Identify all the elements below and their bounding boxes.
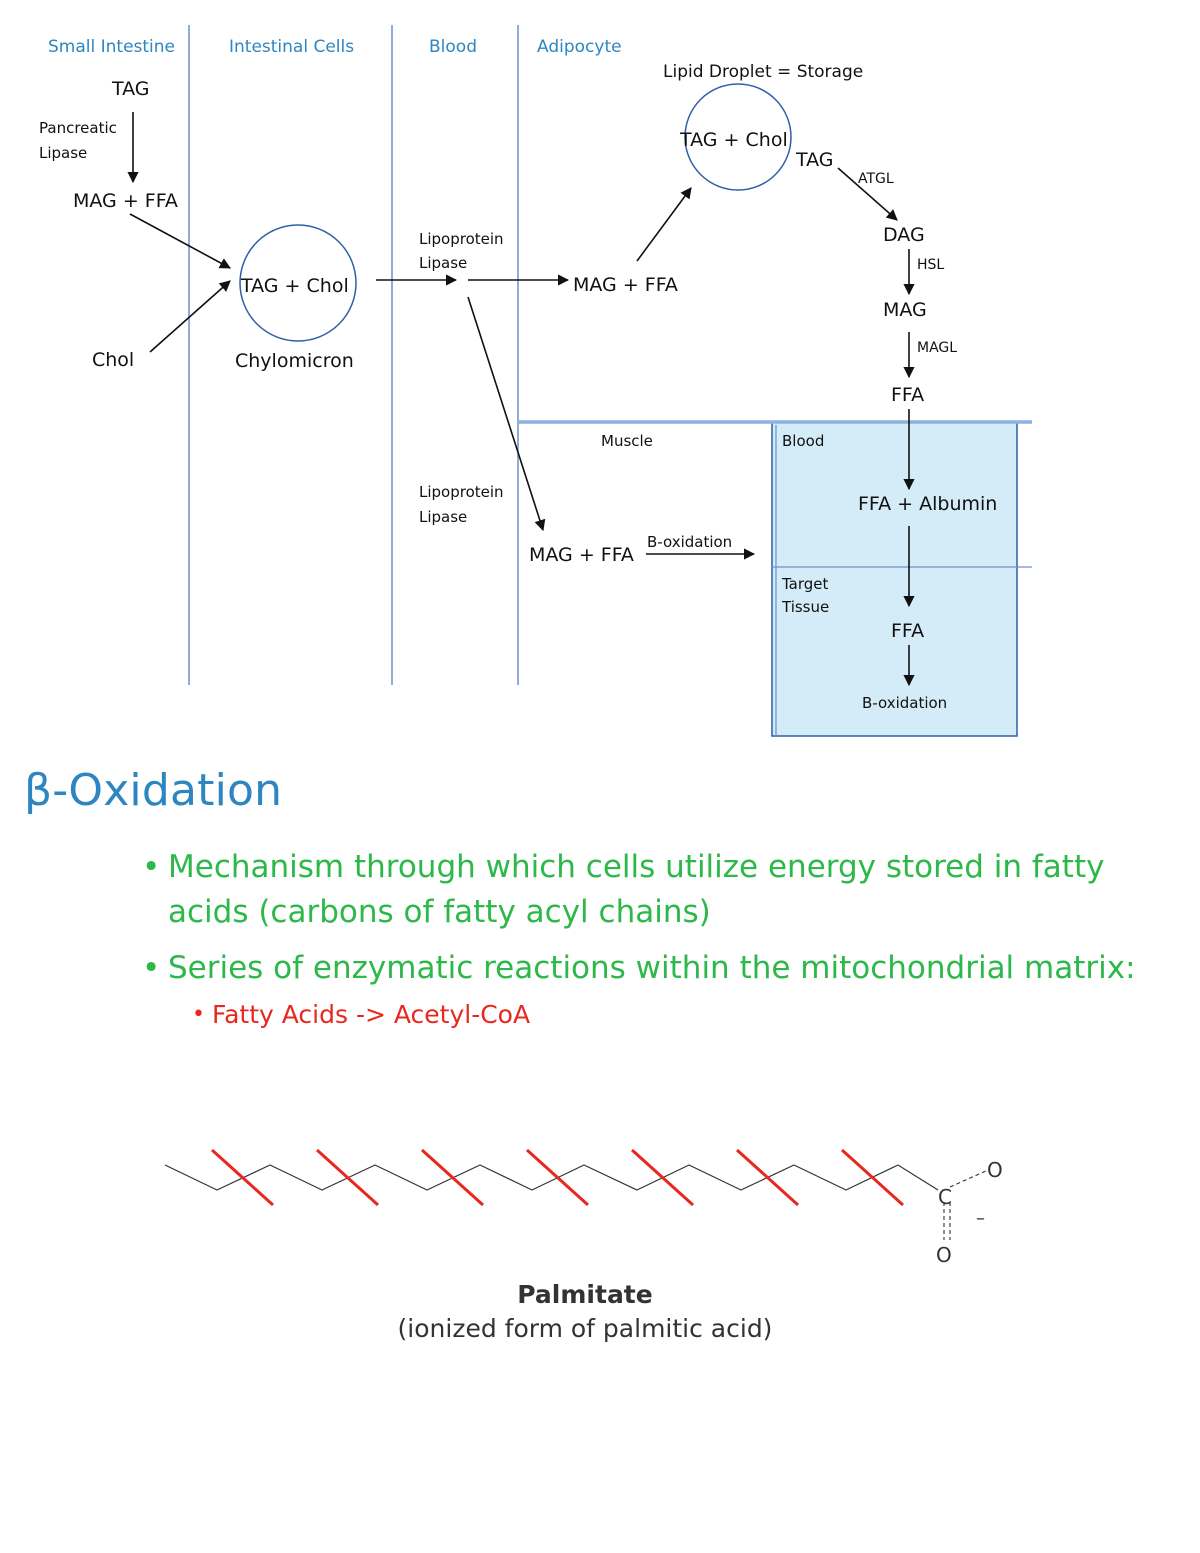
- cut-marks: [210, 1148, 905, 1207]
- tag-label: TAG: [111, 78, 150, 100]
- bullet-text: Series of enzymatic reactions within the…: [168, 950, 1136, 986]
- chylomicron-circle: [239, 224, 357, 342]
- cut-mark: [735, 1148, 800, 1207]
- sub-bullet-list: Fatty Acids -> Acetyl-CoA: [190, 997, 1180, 1033]
- atgl-arrow: [837, 167, 898, 221]
- to-muscle-arrow: [467, 296, 546, 532]
- cascade-mag-label: MAG: [883, 299, 927, 321]
- palmitate-name: Palmitate: [517, 1280, 653, 1309]
- column-header-blood: Blood: [429, 37, 477, 57]
- cut-mark: [840, 1148, 905, 1207]
- atgl-enzyme-label: ATGL: [858, 171, 894, 187]
- chol-label: Chol: [92, 349, 134, 371]
- cut-mark: [315, 1148, 380, 1207]
- lipoprotein-lipase-label: Lipoprotein: [419, 230, 504, 248]
- cascade-ffa-label: FFA: [891, 384, 924, 406]
- muscle-label: Muscle: [601, 432, 653, 450]
- column-header-intestinal-cells: Intestinal Cells: [229, 37, 354, 57]
- lipoprotein-lipase-label: Lipase: [419, 508, 467, 526]
- column-header-adipocyte: Adipocyte: [537, 37, 622, 57]
- bullet-mechanism: Mechanism through which cells utilize en…: [140, 845, 1180, 935]
- lipid-droplet-circle: [684, 83, 792, 191]
- mag-ffa-label: MAG + FFA: [73, 190, 178, 212]
- cut-mark: [525, 1148, 590, 1207]
- cut-mark: [210, 1148, 275, 1207]
- sub-bullet-text: Fatty Acids -> Acetyl-CoA: [212, 1000, 531, 1029]
- carboxyl-double-bond: [949, 1169, 989, 1188]
- bullet-list: Mechanism through which cells utilize en…: [140, 845, 1180, 1033]
- chylomicron-label: Chylomicron: [235, 350, 354, 372]
- target-b-oxidation-label: B-oxidation: [862, 694, 947, 712]
- carboxyl-oxygen-top: O: [987, 1158, 1003, 1182]
- adipocyte-mag-ffa-label: MAG + FFA: [573, 274, 678, 296]
- cut-mark: [420, 1148, 485, 1207]
- ffa-albumin-label: FFA + Albumin: [858, 493, 997, 515]
- lipid-droplet-contents: TAG + Chol: [679, 129, 788, 151]
- lipoprotein-lipase-label: Lipase: [419, 254, 467, 272]
- target-ffa-label: FFA: [891, 620, 924, 642]
- pancreatic-lipase-label: Pancreatic: [39, 119, 117, 137]
- target-tissue-label: Target: [781, 575, 829, 593]
- cascade-tag-label: TAG: [795, 149, 834, 171]
- to-lipid-droplet-arrow: [636, 187, 692, 262]
- to-chylomicron-arrow: [129, 213, 231, 269]
- carboxyl-carbon: C: [938, 1185, 952, 1209]
- hsl-enzyme-label: HSL: [917, 257, 944, 273]
- muscle-b-oxidation-label: B-oxidation: [647, 533, 732, 551]
- column-header-small-intestine: Small Intestine: [48, 37, 175, 57]
- blood-target-box: [771, 421, 1018, 737]
- pancreatic-lipase-label: Lipase: [39, 144, 87, 162]
- lipid-droplet-label: Lipid Droplet = Storage: [663, 62, 863, 82]
- chylomicron-contents: TAG + Chol: [240, 275, 349, 297]
- sub-bullet-acetyl-coa: Fatty Acids -> Acetyl-CoA: [190, 997, 1180, 1033]
- chol-to-chylomicron-arrow: [149, 280, 231, 353]
- carboxyl-oxygen-bottom: O: [936, 1243, 952, 1267]
- lipid-transport-diagram: Small Intestine Intestinal Cells Blood A…: [39, 25, 1032, 737]
- muscle-mag-ffa-label: MAG + FFA: [529, 544, 634, 566]
- target-tissue-label: Tissue: [781, 598, 829, 616]
- section-title: β-Oxidation: [24, 765, 283, 816]
- palmitate-structure: C O O –: [164, 1148, 1003, 1267]
- palmitate-carbon-chain: [164, 1164, 939, 1191]
- blood-box-label: Blood: [782, 432, 824, 450]
- cascade-dag-label: DAG: [883, 224, 925, 246]
- bullet-text: Mechanism through which cells utilize en…: [168, 849, 1105, 930]
- cut-mark: [630, 1148, 695, 1207]
- lipoprotein-lipase-label: Lipoprotein: [419, 483, 504, 501]
- carboxyl-charge: –: [976, 1208, 985, 1229]
- bullet-enzymatic-reactions: Series of enzymatic reactions within the…: [140, 946, 1180, 1033]
- palmitate-description: (ionized form of palmitic acid): [397, 1314, 773, 1343]
- magl-enzyme-label: MAGL: [917, 340, 957, 356]
